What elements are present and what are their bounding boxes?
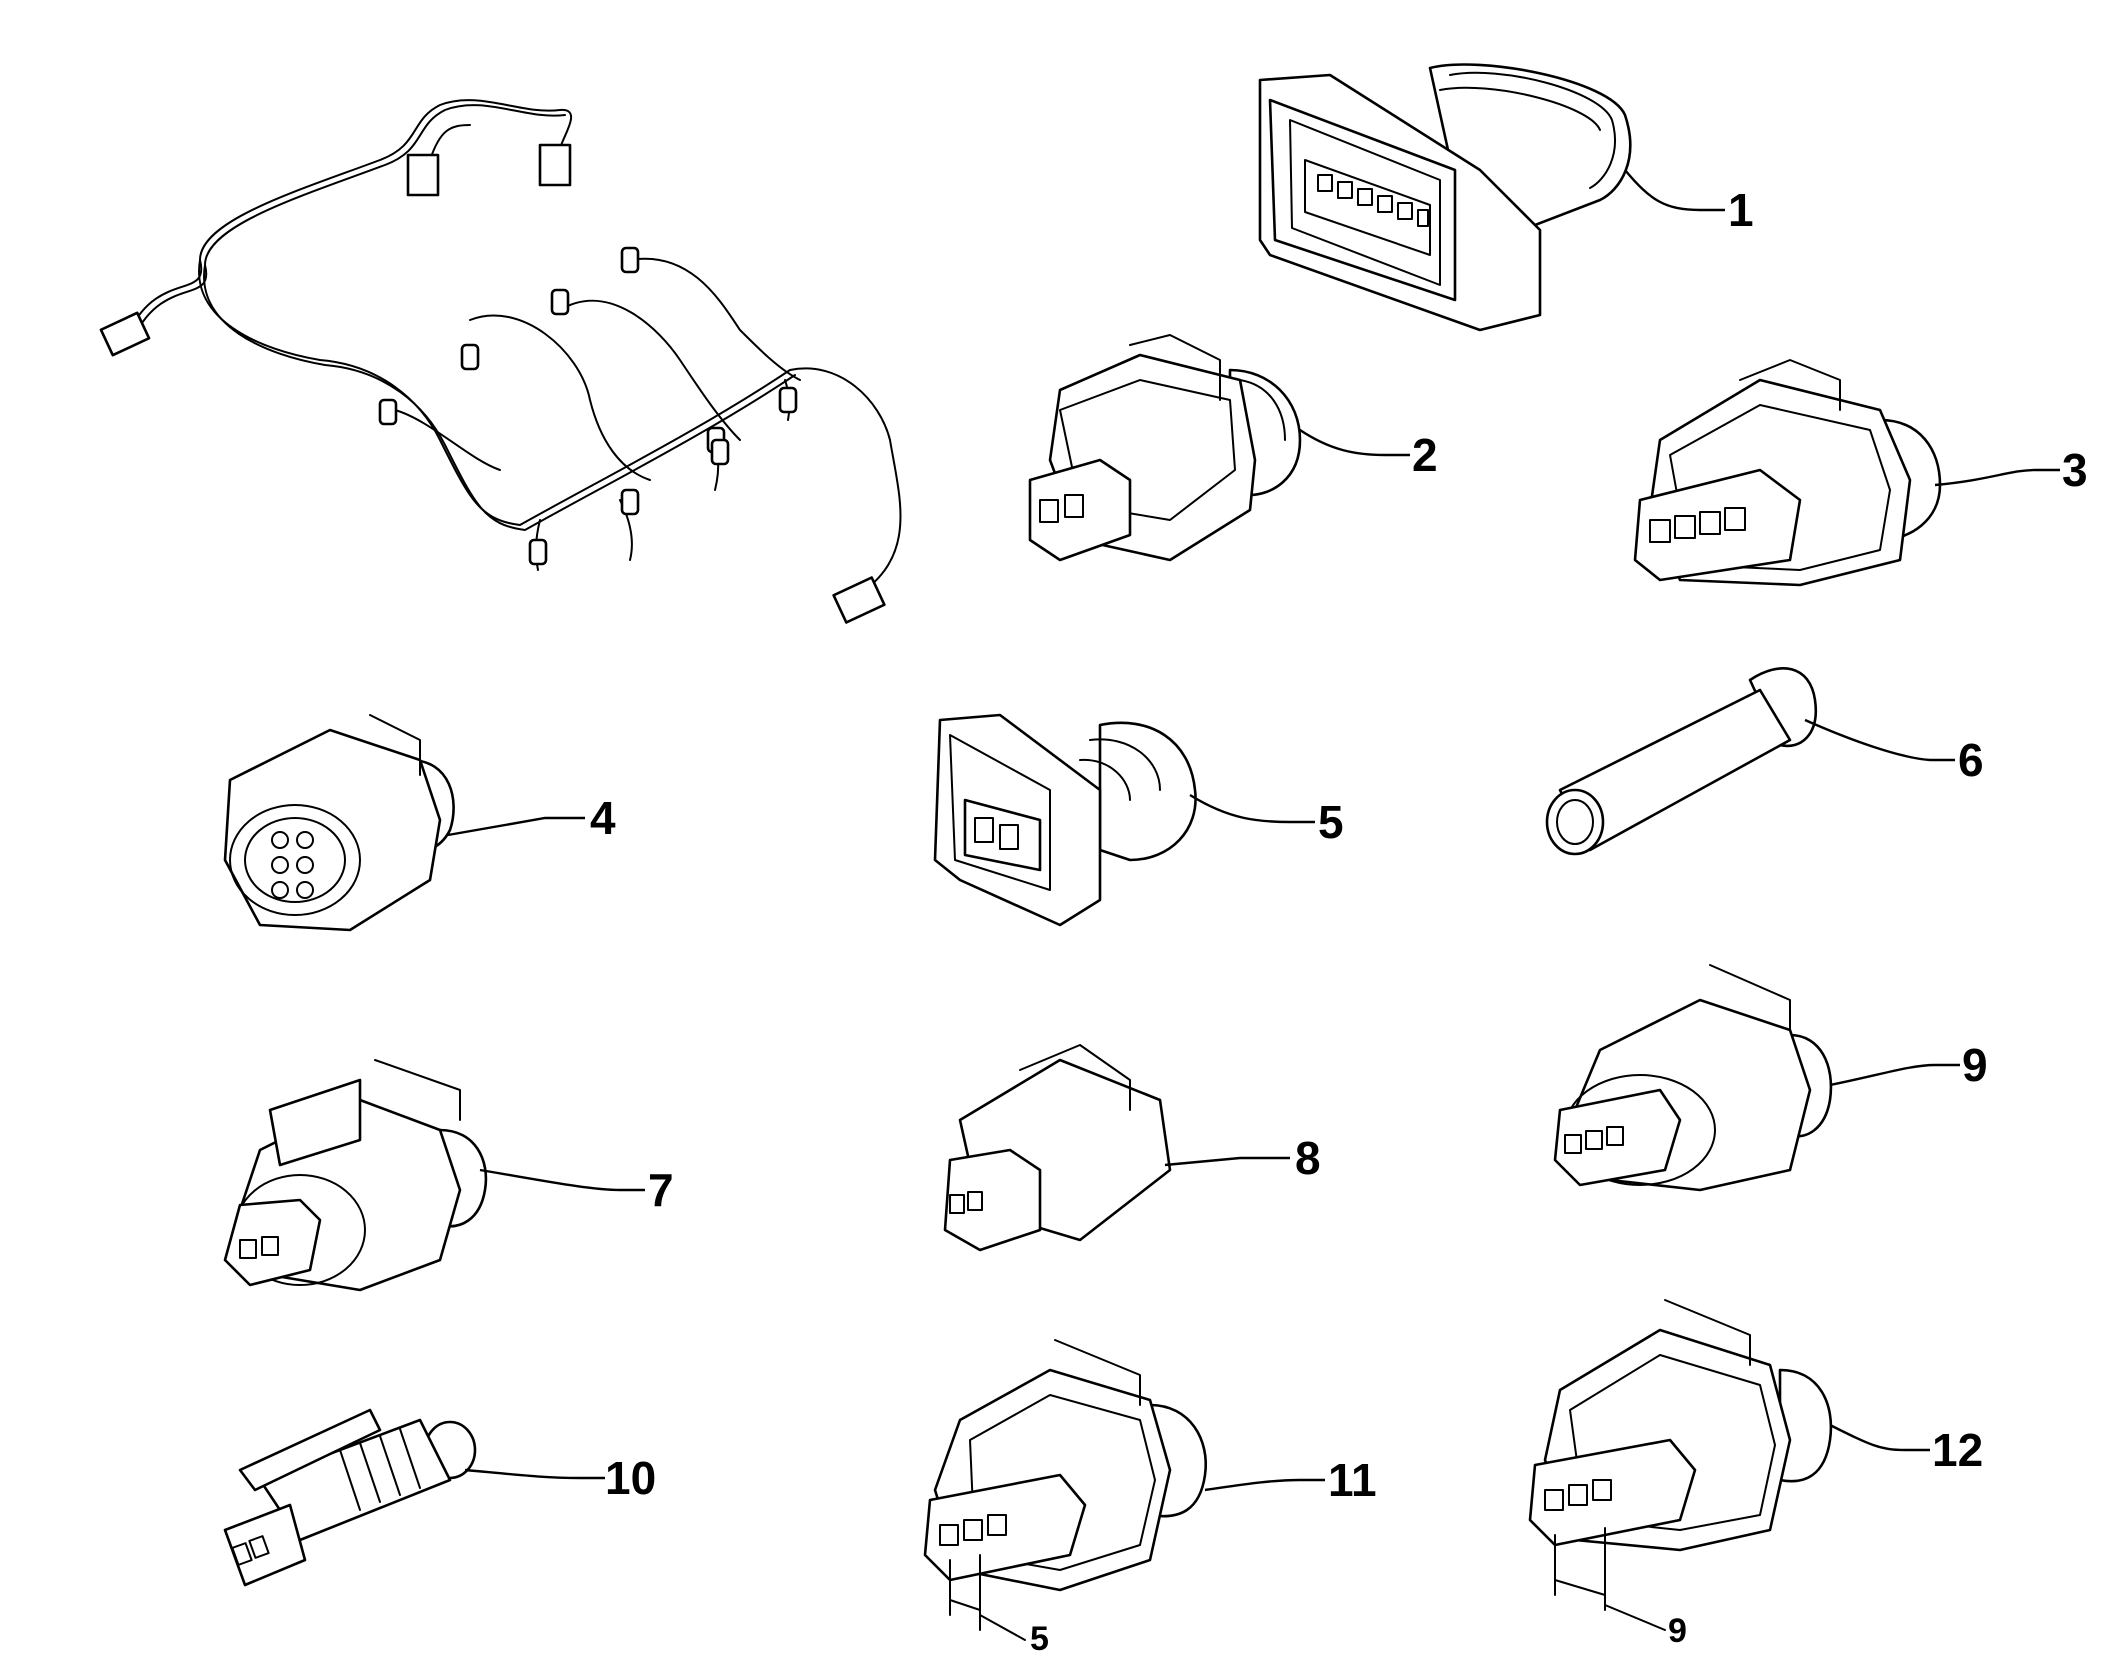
connector-4: [223, 714, 455, 932]
callout-9: 9: [1962, 1039, 1988, 1091]
callout-12: 12: [1932, 1424, 1983, 1476]
callout-labels: 1 2 3 4 5 6 7 8 9 10 11 12 5 9: [590, 184, 2088, 1655]
callout-7: 7: [648, 1164, 674, 1216]
dimension-marks: [949, 1527, 1666, 1641]
callout-5: 5: [1318, 796, 1344, 848]
connector-5: [933, 713, 1197, 927]
callout-3: 3: [2062, 444, 2088, 496]
dimension-label-5: 5: [1030, 1620, 1049, 1655]
connector-1: [1258, 63, 1632, 332]
connector-3: [1633, 359, 1942, 587]
connector-9: [1553, 964, 1833, 1192]
sleeve-6: [1545, 667, 1818, 856]
callout-8: 8: [1295, 1132, 1321, 1184]
connector-11: [923, 1339, 1208, 1592]
connector-12: [1528, 1299, 1833, 1552]
connector-8: [943, 1044, 1172, 1252]
dimension-label-9: 9: [1668, 1612, 1687, 1650]
callout-2: 2: [1412, 429, 1438, 481]
callout-10: 10: [605, 1452, 656, 1504]
wiring-harness: [99, 99, 902, 624]
connector-7: [223, 1059, 488, 1292]
callout-1: 1: [1728, 184, 1754, 236]
leader-lines: [447, 169, 2060, 1492]
connector-2: [1028, 334, 1302, 562]
callout-4: 4: [590, 792, 616, 844]
connector-10: [223, 1408, 477, 1587]
callout-11: 11: [1328, 1454, 1377, 1506]
callout-6: 6: [1958, 734, 1984, 786]
